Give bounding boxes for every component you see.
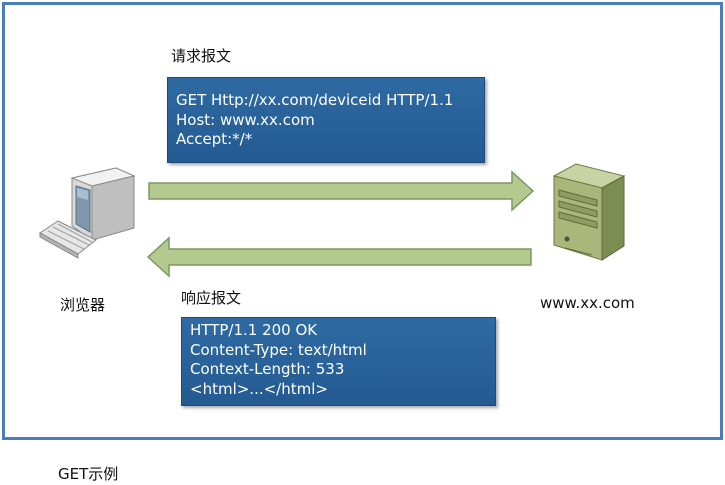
request-message-box: GET Http://xx.com/deviceid HTTP/1.1 Host… xyxy=(167,77,485,163)
request-line: GET Http://xx.com/deviceid HTTP/1.1 xyxy=(176,91,454,109)
response-status-line: HTTP/1.1 200 OK xyxy=(190,321,318,339)
client-label: 浏览器 xyxy=(60,296,106,314)
request-arrow xyxy=(148,170,535,212)
server-icon xyxy=(552,163,626,261)
computer-icon xyxy=(39,167,136,259)
server-label: www.xx.com xyxy=(540,294,635,312)
request-header-host: Host: www.xx.com xyxy=(176,110,315,129)
response-arrow xyxy=(146,236,532,278)
response-header-content-type: Content-Type: text/html xyxy=(190,340,367,359)
request-title: 请求报文 xyxy=(171,47,232,65)
response-title: 响应报文 xyxy=(181,289,242,307)
response-message-box: HTTP/1.1 200 OK Content-Type: text/html … xyxy=(181,317,496,406)
request-header-accept: Accept:*/* xyxy=(176,130,253,148)
figure-caption: GET示例 xyxy=(58,465,119,483)
response-body: <html>...</html> xyxy=(190,379,328,398)
response-header-content-length: Context-Length: 533 xyxy=(190,360,345,378)
